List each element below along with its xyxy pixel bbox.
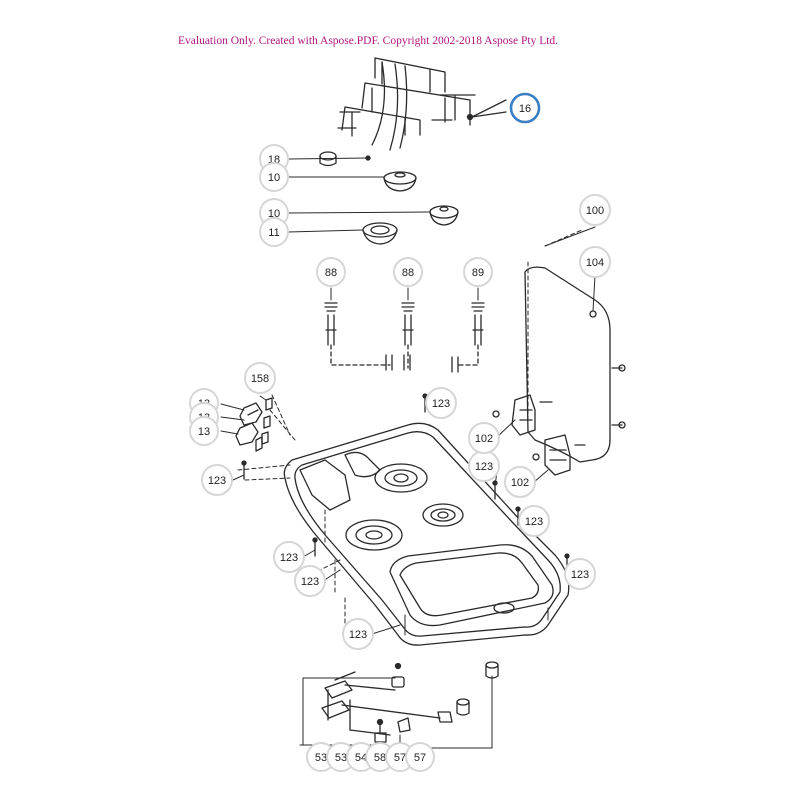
callout-102: 102 bbox=[468, 422, 500, 454]
callout-ring bbox=[468, 422, 500, 454]
callout-label: 123 bbox=[208, 475, 226, 487]
callout-label: 123 bbox=[432, 398, 450, 410]
callout-ring bbox=[504, 466, 536, 498]
callout-ring bbox=[579, 246, 611, 278]
callout-ring bbox=[273, 541, 305, 573]
callout-label: 54 bbox=[355, 752, 367, 764]
callout-label: 88 bbox=[402, 267, 414, 279]
callout-label: 123 bbox=[475, 461, 493, 473]
callout-ring bbox=[579, 194, 611, 226]
callout-10: 10 bbox=[259, 162, 289, 192]
callout-ring bbox=[259, 162, 289, 192]
callout-102: 102 bbox=[504, 466, 536, 498]
callout-layer: 1618101011100104888889158131313123123123… bbox=[189, 92, 611, 772]
callout-ring bbox=[405, 742, 435, 772]
hob-sink-unit bbox=[237, 422, 570, 646]
callout-123: 123 bbox=[342, 618, 374, 650]
callout-label: 11 bbox=[268, 227, 279, 239]
callout-label: 57 bbox=[394, 752, 406, 764]
callout-100: 100 bbox=[579, 194, 611, 226]
callout-ring bbox=[294, 565, 326, 597]
callout-label: 53 bbox=[335, 752, 347, 764]
callout-ring bbox=[189, 416, 219, 446]
callout-label: 13 bbox=[198, 426, 210, 438]
callout-123: 123 bbox=[468, 450, 500, 482]
callout-89: 89 bbox=[463, 257, 493, 287]
callout-label: 102 bbox=[475, 433, 493, 445]
callout-ring bbox=[393, 257, 423, 287]
callout-ring bbox=[316, 257, 346, 287]
callout-123: 123 bbox=[294, 565, 326, 597]
callout-label: 53 bbox=[315, 752, 327, 764]
callout-label: 123 bbox=[280, 552, 298, 564]
callout-label: 158 bbox=[251, 373, 269, 385]
callout-13: 13 bbox=[189, 416, 219, 446]
screws bbox=[241, 393, 570, 573]
callout-label: 10 bbox=[268, 172, 280, 184]
callout-label: 104 bbox=[586, 257, 604, 269]
callout-ring bbox=[509, 92, 541, 124]
pan-support-grid bbox=[337, 57, 507, 151]
callout-ring bbox=[463, 257, 493, 287]
callout-label: 123 bbox=[571, 569, 589, 581]
control-knobs bbox=[235, 394, 296, 452]
callout-16: 16 bbox=[509, 92, 541, 124]
callout-label: 16 bbox=[519, 103, 531, 115]
callout-ring bbox=[201, 464, 233, 496]
callout-ring bbox=[518, 505, 550, 537]
callout-ring bbox=[259, 217, 289, 247]
callout-ring bbox=[244, 362, 276, 394]
callout-ring bbox=[342, 618, 374, 650]
lid-hinges bbox=[492, 394, 586, 476]
callout-label: 10 bbox=[268, 208, 280, 220]
medium-burner-parts bbox=[362, 205, 459, 245]
callout-label: 102 bbox=[511, 477, 529, 489]
gas-valves bbox=[324, 302, 485, 373]
callout-57: 57 bbox=[405, 742, 435, 772]
callout-123: 123 bbox=[564, 558, 596, 590]
callout-label: 123 bbox=[525, 516, 543, 528]
callout-label: 57 bbox=[414, 752, 426, 764]
callout-label: 58 bbox=[374, 752, 386, 764]
callout-104: 104 bbox=[579, 246, 611, 278]
callout-ring bbox=[425, 387, 457, 419]
callout-label: 88 bbox=[325, 267, 337, 279]
callout-11: 11 bbox=[259, 217, 289, 247]
callout-123: 123 bbox=[273, 541, 305, 573]
callout-label: 89 bbox=[472, 267, 484, 279]
callout-158: 158 bbox=[244, 362, 276, 394]
callout-label: 123 bbox=[301, 576, 319, 588]
small-burner-parts bbox=[319, 151, 417, 192]
callout-123: 123 bbox=[425, 387, 457, 419]
callout-123: 123 bbox=[201, 464, 233, 496]
callout-88: 88 bbox=[393, 257, 423, 287]
callout-label: 123 bbox=[349, 629, 367, 641]
gas-manifold bbox=[299, 661, 499, 749]
callout-ring bbox=[564, 558, 596, 590]
callout-123: 123 bbox=[518, 505, 550, 537]
callout-label: 100 bbox=[586, 205, 604, 217]
watermark-text: Evaluation Only. Created with Aspose.PDF… bbox=[178, 35, 559, 47]
callout-88: 88 bbox=[316, 257, 346, 287]
